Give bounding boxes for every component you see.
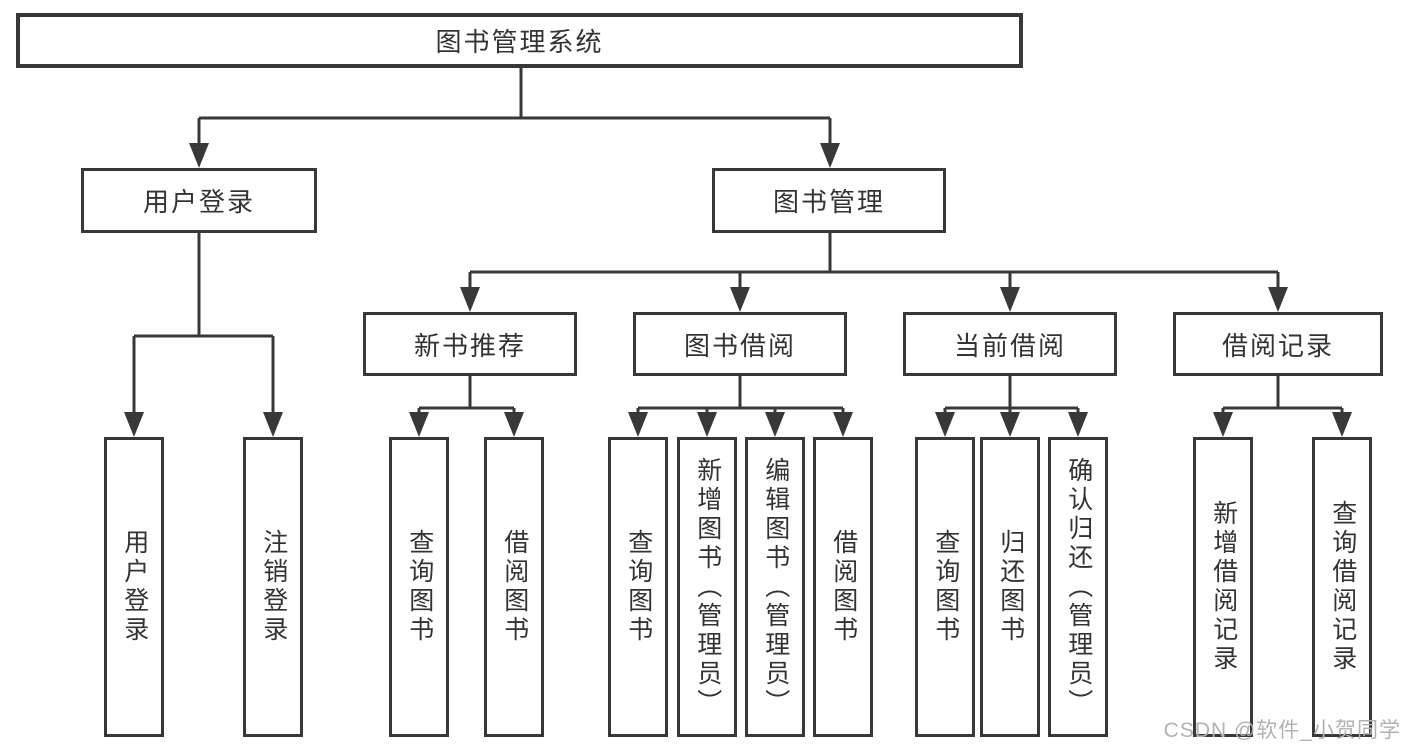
leaf-user-login: 用户登录 — [104, 437, 164, 737]
node-label: 借阅记录 — [1221, 330, 1334, 361]
leaf-borrow-edit-book-admin: 编辑图书（管理员） — [745, 437, 805, 737]
connector-record-to-leaves — [1221, 376, 1344, 413]
node-label: 用户登录 — [120, 529, 149, 645]
node-new-book-recommend: 新书推荐 — [363, 312, 577, 376]
node-current-borrow: 当前借阅 — [903, 312, 1117, 376]
node-root-system: 图书管理系统 — [16, 13, 1023, 68]
node-label: 编辑图书（管理员） — [761, 456, 790, 718]
node-label: 查询借阅记录 — [1328, 500, 1357, 674]
leaf-borrow-borrow-book: 借阅图书 — [813, 437, 873, 737]
leaf-logout: 注销登录 — [243, 437, 303, 737]
node-label: 查询图书 — [405, 529, 434, 645]
connector-bookmgmt-to-level3 — [468, 233, 1280, 288]
connector-current-to-leaves — [943, 376, 1080, 413]
leaf-current-confirm-return-admin: 确认归还（管理员） — [1048, 437, 1108, 737]
node-label: 图书管理 — [772, 187, 885, 217]
node-label: 确认归还（管理员） — [1064, 456, 1093, 718]
node-label: 借阅图书 — [500, 529, 529, 645]
node-label: 注销登录 — [259, 529, 288, 645]
leaf-current-query-book: 查询图书 — [915, 437, 975, 737]
node-label: 归还图书 — [996, 529, 1025, 645]
node-label: 查询图书 — [931, 529, 960, 645]
connector-root-to-level2 — [197, 68, 832, 144]
node-label: 图书借阅 — [683, 330, 796, 361]
node-label: 用户登录 — [142, 187, 255, 217]
node-book-management: 图书管理 — [712, 168, 946, 233]
leaf-record-query-record: 查询借阅记录 — [1312, 437, 1372, 737]
csdn-watermark: CSDN @软件_小贺同学 — [1163, 719, 1401, 742]
node-label: 新增借阅记录 — [1209, 500, 1238, 674]
leaf-record-add-record: 新增借阅记录 — [1193, 437, 1253, 737]
leaf-current-return-book: 归还图书 — [980, 437, 1040, 737]
leaf-borrow-add-book-admin: 新增图书（管理员） — [677, 437, 737, 737]
node-book-borrow: 图书借阅 — [633, 312, 847, 376]
leaf-newbook-borrow-book: 借阅图书 — [484, 437, 544, 737]
node-user-login: 用户登录 — [81, 168, 317, 233]
connector-userlogin-to-leaves — [132, 232, 275, 413]
node-label: 查询图书 — [624, 529, 653, 645]
node-label: 图书管理系统 — [435, 27, 604, 57]
leaf-borrow-query-book: 查询图书 — [608, 437, 668, 737]
node-label: 借阅图书 — [829, 529, 858, 645]
leaf-newbook-query-book: 查询图书 — [389, 437, 449, 737]
node-label: 新书推荐 — [413, 330, 526, 361]
node-borrow-record: 借阅记录 — [1173, 312, 1383, 376]
node-label: 当前借阅 — [953, 330, 1066, 361]
connector-newbook-to-leaves — [417, 376, 516, 413]
connector-borrow-to-leaves — [636, 376, 845, 413]
node-label: 新增图书（管理员） — [693, 456, 722, 718]
